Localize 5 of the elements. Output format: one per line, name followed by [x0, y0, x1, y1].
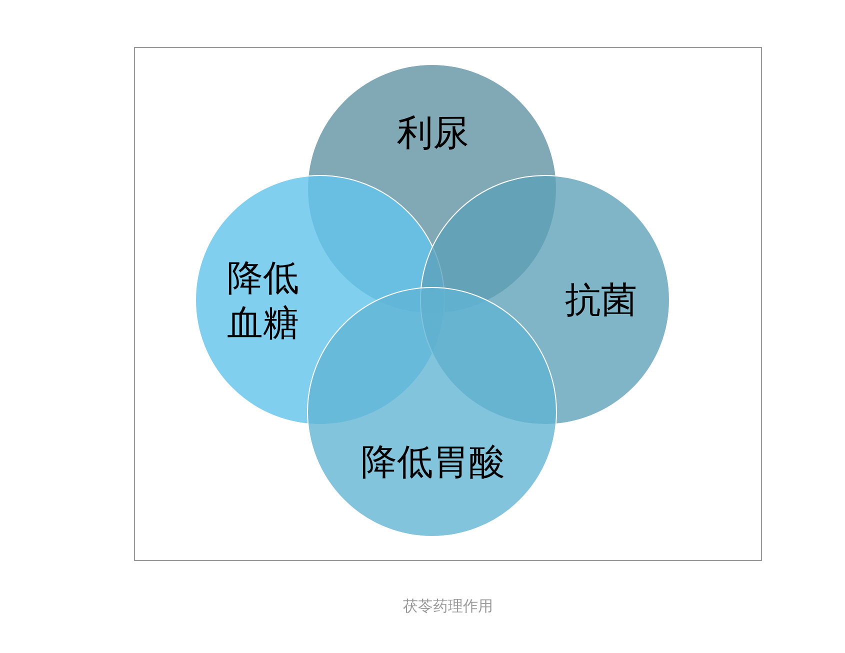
circle-label: 降低血糖 — [226, 257, 300, 346]
circle-label: 降低胃酸 — [360, 441, 506, 485]
circle-label: 抗菌 — [564, 279, 638, 323]
circle-label: 利尿 — [396, 112, 470, 156]
caption: 茯苓药理作用 — [402, 596, 494, 617]
